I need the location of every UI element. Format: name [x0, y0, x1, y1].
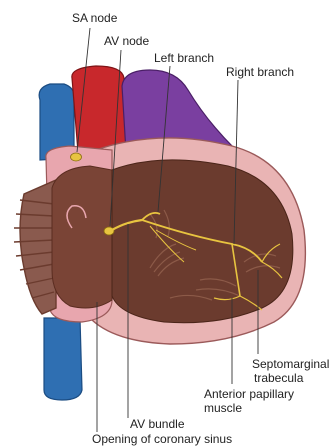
sa-node-label: SA node — [72, 11, 118, 25]
pectinate-muscles — [14, 180, 56, 314]
left-branch-label: Left branch — [154, 51, 214, 65]
right-branch-label: Right branch — [226, 65, 294, 79]
atrial-interior — [52, 166, 112, 308]
sa-node-marker — [71, 153, 82, 161]
av-bundle-label: AV bundle — [130, 417, 185, 431]
av-node-label: AV node — [104, 34, 149, 48]
coronary-sinus-label: Opening of coronary sinus — [92, 432, 232, 446]
anterior-papillary-label-line2: muscle — [204, 401, 242, 415]
septomarginal-label-line2: trabecula — [254, 371, 304, 385]
anterior-papillary-label: Anterior papillary — [204, 387, 294, 401]
ventricular-chamber — [112, 160, 293, 323]
inferior-vena-cava — [44, 318, 82, 400]
aorta — [72, 66, 126, 152]
septomarginal-label: Septomarginal — [252, 357, 329, 371]
av-node-marker — [104, 227, 114, 235]
